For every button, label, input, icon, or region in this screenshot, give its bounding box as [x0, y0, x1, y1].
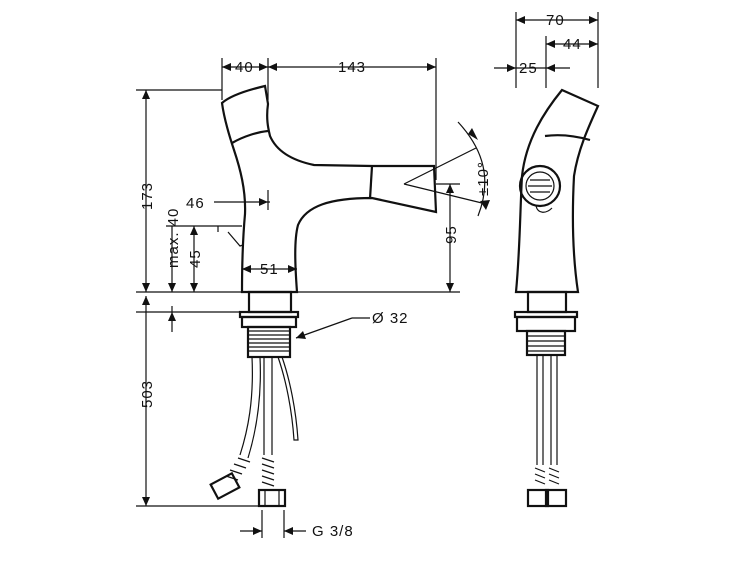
dim-spout-reach: 143 — [338, 59, 366, 76]
hose-bent — [239, 356, 261, 459]
dim-swivel-angle: ±10° — [475, 161, 492, 196]
threaded-shank — [246, 325, 292, 359]
mounting-nut — [240, 315, 298, 329]
dim-hose-length: 503 — [139, 380, 156, 408]
handle-tail — [535, 205, 553, 213]
popup-cable — [277, 356, 299, 441]
dim-connection-thread: G 3/8 — [312, 523, 354, 540]
hose-straight — [263, 357, 273, 455]
side-hoses — [536, 355, 558, 465]
lever-band-front — [231, 129, 269, 144]
dim-max-lift: max. 40 — [165, 208, 182, 268]
side-threaded-shank — [525, 329, 567, 357]
dim-lever-height: 45 — [187, 249, 204, 268]
dim-lever-offset: 46 — [186, 195, 205, 212]
popup-rod — [217, 225, 244, 247]
spout-tip-front — [368, 165, 374, 200]
dimension-labels: 40 143 70 44 25 173 46 max. 40 45 51 95 … — [139, 12, 582, 540]
dim-spout-back-width: 40 — [235, 59, 254, 76]
front-view — [209, 84, 438, 508]
hose-braid-bent — [225, 457, 251, 481]
connection-nut-bent — [209, 471, 241, 501]
dim-base-diameter: 51 — [260, 261, 279, 278]
handle-knob-outer — [518, 164, 562, 208]
lever-band-side — [544, 134, 591, 142]
side-connection-nut-left — [526, 488, 550, 508]
hose-braid-straight — [261, 457, 275, 487]
dim-spout-height: 95 — [443, 225, 460, 244]
dim-side-width: 70 — [546, 12, 565, 29]
dim-side-front: 44 — [563, 36, 582, 53]
side-base-flange — [526, 290, 568, 314]
handle-knob-grip — [528, 179, 552, 193]
faucet-body-side — [514, 88, 600, 294]
dim-overall-height: 173 — [139, 182, 156, 210]
side-mounting-nut — [515, 315, 577, 333]
base-flange — [247, 290, 293, 314]
thread-lines — [248, 330, 290, 352]
side-view — [513, 88, 600, 508]
dimension-arrowheads — [142, 16, 598, 535]
dim-side-back: 25 — [519, 60, 538, 77]
dim-thread-diameter: Ø 32 — [372, 310, 409, 327]
handle-knob-inner — [525, 171, 555, 201]
side-connection-nut-right — [544, 488, 568, 508]
faucet-body-front — [220, 84, 438, 294]
connection-nut-straight — [257, 488, 287, 508]
